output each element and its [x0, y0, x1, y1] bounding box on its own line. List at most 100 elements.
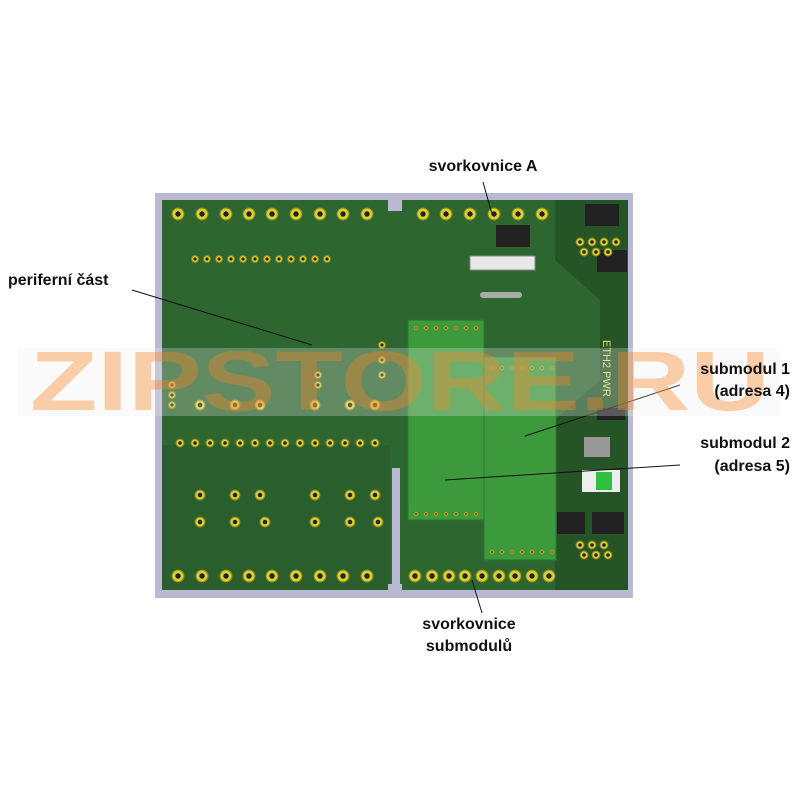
label-submodule-terminals: svorkovnice [422, 616, 516, 633]
leader-submodule-1 [524, 384, 681, 437]
pad-hole [491, 211, 497, 217]
pad-hole [316, 383, 320, 387]
pad-hole [435, 513, 437, 515]
pad-hole [170, 383, 174, 387]
pad-hole [415, 327, 417, 329]
label-submodule-terminals-2: submodulů [425, 638, 513, 655]
pad-hole [253, 441, 257, 445]
pad-hole [594, 250, 598, 254]
terminal-pads [168, 207, 621, 583]
pad-hole [358, 441, 362, 445]
pad-hole [511, 367, 513, 369]
pad-hole [582, 250, 586, 254]
pad-hole [372, 492, 378, 498]
pad-hole [445, 513, 447, 515]
pad-hole [347, 519, 353, 525]
divider-slot [392, 468, 400, 588]
pad-hole [462, 573, 468, 579]
label-terminal-a: svorkovnice A [428, 158, 538, 175]
pad-hole [232, 402, 238, 408]
jumper [597, 408, 625, 420]
pad-hole [265, 257, 269, 261]
pad-hole [373, 441, 377, 445]
pad-hole [515, 211, 521, 217]
pad-hole [425, 327, 427, 329]
pad-hole [313, 257, 317, 261]
pad-hole [380, 358, 384, 362]
pad-hole [269, 211, 275, 217]
pad-hole [582, 553, 586, 557]
pad-hole [541, 551, 543, 553]
pad-hole [521, 551, 523, 553]
pad-hole [429, 573, 435, 579]
pad-hole [340, 573, 346, 579]
pad-hole [197, 402, 203, 408]
pad-hole [496, 573, 502, 579]
pad-hole [445, 327, 447, 329]
pad-hole [380, 343, 384, 347]
pad-hole [539, 211, 545, 217]
pad-hole [217, 257, 221, 261]
pad-hole [313, 441, 317, 445]
leader-terminal-a [482, 181, 493, 215]
pad-hole [193, 257, 197, 261]
pad-hole [521, 367, 523, 369]
pad-hole [175, 573, 181, 579]
pad-hole [246, 573, 252, 579]
pad-hole [175, 211, 181, 217]
pad-hole [606, 553, 610, 557]
pad-hole [372, 402, 378, 408]
pad-hole [455, 327, 457, 329]
fuse-green [596, 472, 612, 490]
pad-hole [232, 519, 238, 525]
label-submodule-1-address: (adresa 4) [714, 383, 790, 400]
pad-hole [253, 257, 257, 261]
pad-hole [364, 573, 370, 579]
pad-hole [223, 211, 229, 217]
submodule-2-board [483, 356, 557, 561]
pad-hole [197, 492, 203, 498]
pad-hole [606, 250, 610, 254]
pad-hole [232, 492, 238, 498]
watermark: ZIPSTORE.RU [18, 334, 780, 428]
pad-hole [491, 367, 493, 369]
diode-3 [557, 512, 585, 534]
pad-hole [343, 441, 347, 445]
diode-4 [592, 512, 624, 534]
pad-hole [223, 441, 227, 445]
pad-hole [170, 393, 174, 397]
label-submodule-1: submodul 1 [700, 361, 790, 378]
pad-hole [269, 573, 275, 579]
pad-hole [435, 327, 437, 329]
pad-hole [208, 441, 212, 445]
top-notch [388, 193, 402, 211]
pad-hole [347, 492, 353, 498]
pad-hole [578, 240, 582, 244]
leader-peripheral [131, 289, 313, 346]
pad-hole [316, 373, 320, 377]
pad-hole [475, 327, 477, 329]
pad-hole [364, 211, 370, 217]
pad-hole [541, 367, 543, 369]
pad-hole [375, 519, 381, 525]
pad-hole [501, 367, 503, 369]
pad-hole [312, 519, 318, 525]
leader-submodule-2 [444, 464, 681, 481]
pad-hole [293, 573, 299, 579]
pad-hole [199, 573, 205, 579]
pad-hole [199, 211, 205, 217]
pad-hole [529, 573, 535, 579]
pad-hole [443, 211, 449, 217]
pad-hole [594, 553, 598, 557]
pad-hole [170, 403, 174, 407]
pad-hole [312, 402, 318, 408]
pad-hole [412, 573, 418, 579]
pad-hole [197, 519, 203, 525]
pad-hole [491, 551, 493, 553]
pad-hole [223, 573, 229, 579]
pad-hole [205, 257, 209, 261]
board-zone-bottom-left [162, 445, 390, 590]
pad-hole [298, 441, 302, 445]
pad-hole [446, 573, 452, 579]
